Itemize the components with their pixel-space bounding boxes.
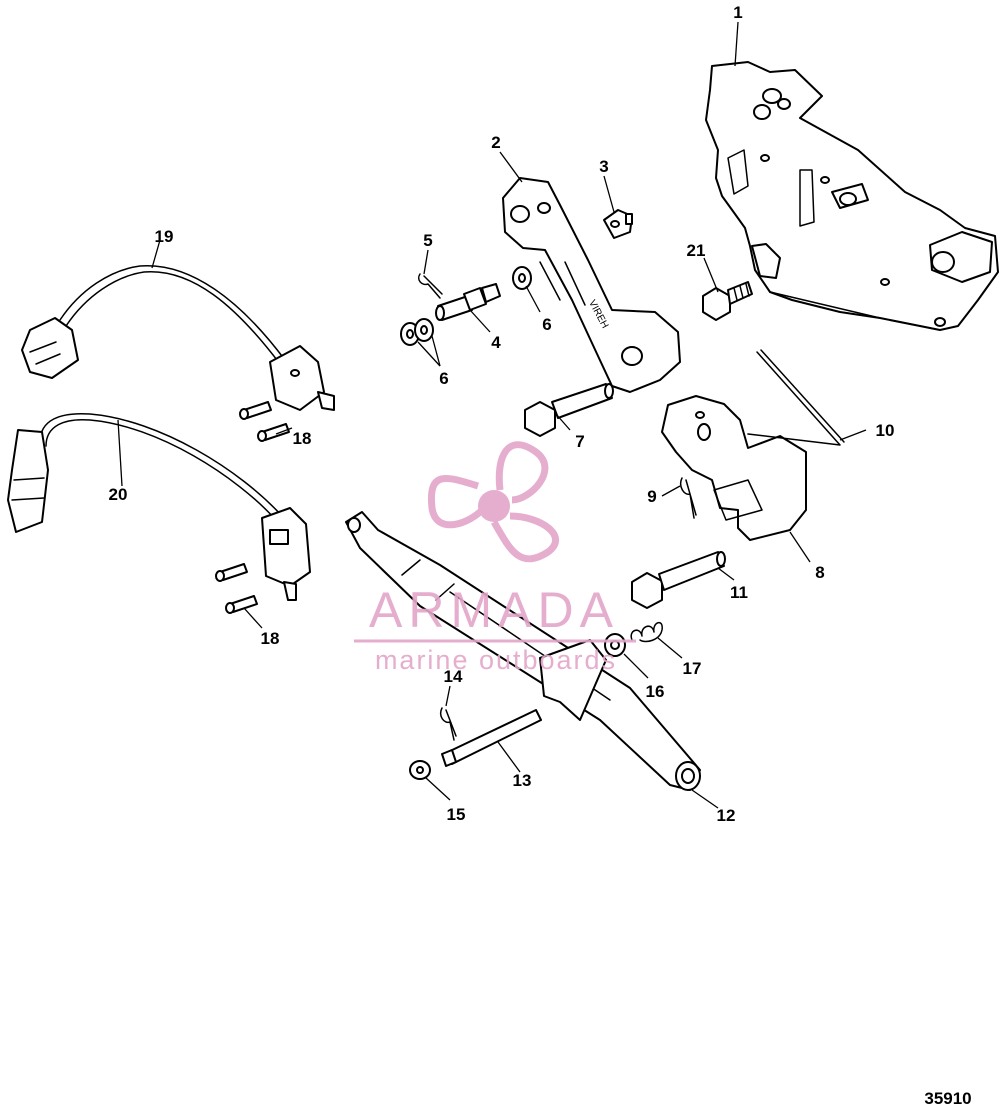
callout-12: 12	[717, 806, 736, 825]
part-10-rod	[747, 349, 845, 446]
callout-6b: 6	[542, 315, 551, 334]
part-19-harness-switch	[21, 265, 335, 411]
part-13-pin	[441, 709, 542, 767]
part-17-spring	[630, 621, 663, 643]
part-3-plate	[603, 209, 633, 239]
callout-4: 4	[491, 333, 501, 352]
callout-5: 5	[423, 231, 432, 250]
watermark: ARMADA marine outboards	[354, 441, 636, 675]
part-14-cotter-pin	[439, 707, 457, 741]
leader-lines	[117, 21, 867, 809]
callout-10: 10	[876, 421, 895, 440]
part-12-tube-assembly	[345, 511, 701, 791]
part-4-stud	[435, 283, 501, 321]
part-9-clip	[679, 477, 697, 519]
callout-17: 17	[683, 659, 702, 678]
propeller-logo	[427, 441, 559, 563]
callout-7: 7	[575, 432, 584, 451]
part-2-shift-lever: VIREH	[502, 177, 681, 393]
callout-15: 15	[447, 805, 466, 824]
part-5-cotter-pin	[417, 273, 443, 299]
part-18-screws-upper	[239, 401, 290, 442]
callout-6a: 6	[439, 369, 448, 388]
part-6-washers	[400, 266, 532, 346]
part-20-harness-switch	[7, 412, 311, 601]
callout-18b: 18	[261, 629, 280, 648]
callout-14: 14	[444, 667, 463, 686]
watermark-brand: ARMADA	[369, 582, 619, 638]
part-8-actuator-block	[661, 395, 807, 541]
part-18-screws-lower	[215, 563, 258, 614]
callout-21: 21	[687, 241, 706, 260]
part-1-mounting-bracket	[705, 61, 999, 331]
callout-9: 9	[647, 487, 656, 506]
callout-16: 16	[646, 682, 665, 701]
part-7-bolt	[524, 383, 614, 437]
drawing-number: 35910	[924, 1089, 971, 1108]
part-11-bolt	[631, 551, 726, 609]
part-15-washer	[409, 760, 431, 780]
callout-8: 8	[815, 563, 824, 582]
callout-labels: 1 2 3 5 4 6 6 7 8 9 10 11 12 13 14 15 16…	[109, 3, 895, 825]
callout-1: 1	[733, 3, 742, 22]
callout-3: 3	[599, 157, 608, 176]
part-21-bolt	[702, 281, 753, 321]
callout-13: 13	[513, 771, 532, 790]
callout-18a: 18	[293, 429, 312, 448]
callout-11: 11	[730, 583, 748, 602]
callout-2: 2	[491, 133, 500, 152]
watermark-tagline: marine outboards	[375, 645, 617, 675]
callout-20: 20	[109, 485, 128, 504]
callout-19: 19	[155, 227, 174, 246]
